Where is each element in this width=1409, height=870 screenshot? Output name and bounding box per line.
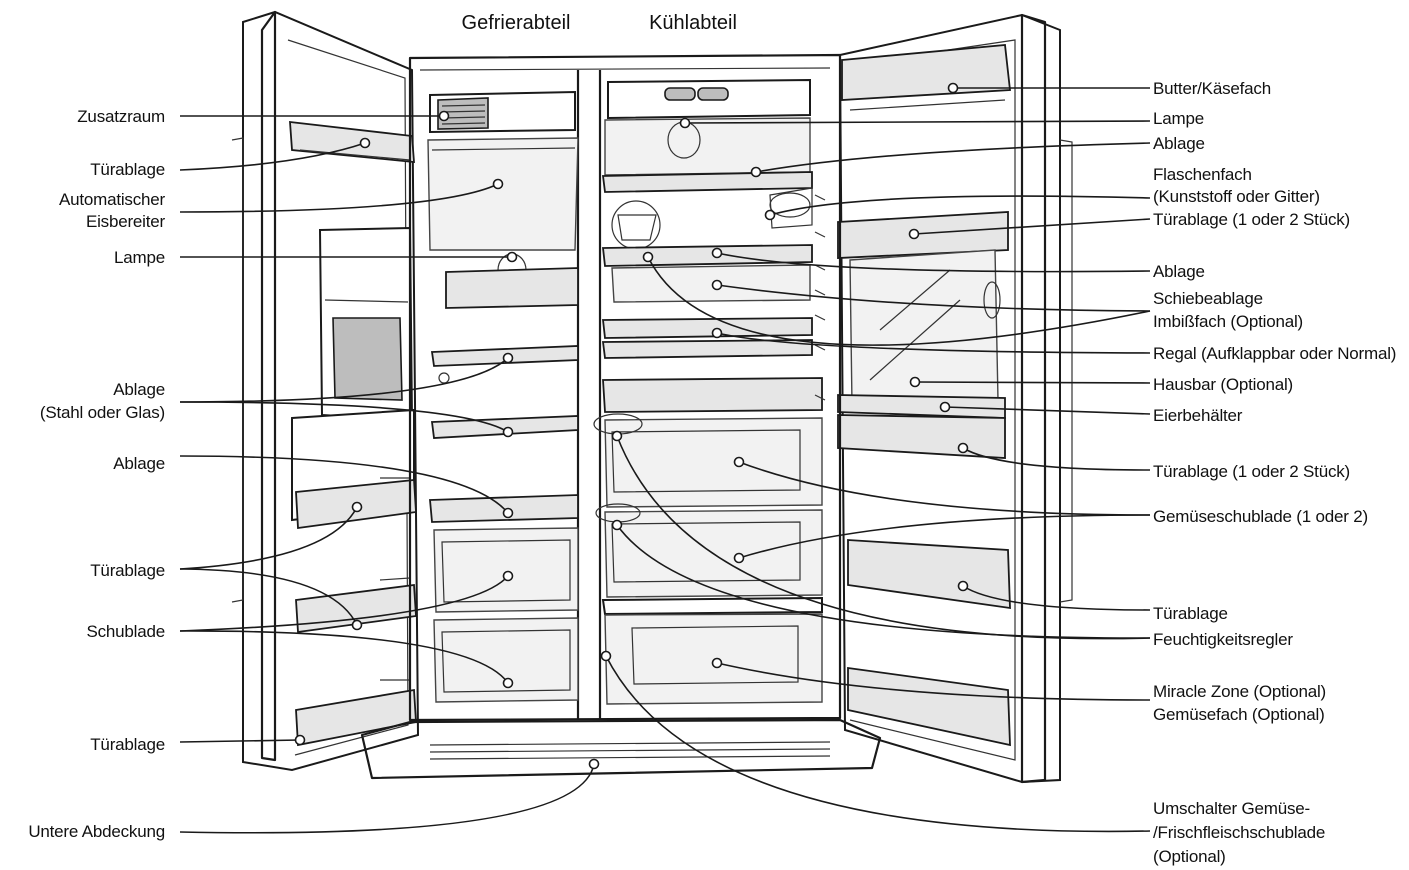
section-headers: Gefrierabteil Kühlabteil	[462, 12, 737, 34]
label-lampe-right: Lampe	[1153, 109, 1204, 128]
label-lampe-left: Lampe	[114, 248, 165, 267]
label-feuchtigkeitsregler: Feuchtigkeitsregler	[1153, 630, 1293, 649]
label-imbissfach: Imbißfach (Optional)	[1153, 312, 1303, 331]
label-tuerablage-right-3: Türablage	[1153, 604, 1228, 623]
label-gemueseschublade: Gemüseschublade (1 oder 2)	[1153, 507, 1368, 526]
label-automatischer: Automatischer	[59, 190, 166, 209]
label-kunststoff-oder-gitter: (Kunststoff oder Gitter)	[1153, 187, 1320, 206]
label-tuerablage-3: Türablage	[90, 735, 165, 754]
left-door	[231, 10, 420, 772]
label-miracle-zone: Miracle Zone (Optional)	[1153, 682, 1326, 701]
label-umschalter-2: /Frischfleischschublade	[1153, 823, 1325, 842]
right-labels: Butter/Käsefach Lampe Ablage Flaschenfac…	[1153, 79, 1396, 866]
label-zusatzraum: Zusatzraum	[77, 107, 165, 126]
label-stahl-oder-glas: (Stahl oder Glas)	[40, 403, 165, 422]
left-labels: Zusatzraum Türablage Automatischer Eisbe…	[28, 107, 165, 841]
label-eisbereiter: Eisbereiter	[86, 212, 166, 231]
label-butter-kaesefach: Butter/Käsefach	[1153, 79, 1271, 98]
cabinet	[360, 53, 882, 780]
header-fridge: Kühlabteil	[649, 12, 737, 34]
label-hausbar: Hausbar (Optional)	[1153, 375, 1293, 394]
label-ablage-left-1: Ablage	[113, 380, 165, 399]
label-ablage-right-1: Ablage	[1153, 134, 1205, 153]
label-untere-abdeckung: Untere Abdeckung	[28, 822, 165, 841]
label-flaschenfach: Flaschenfach	[1153, 165, 1252, 184]
label-tuerablage-right-1: Türablage (1 oder 2 Stück)	[1153, 210, 1350, 229]
label-ablage-right-2: Ablage	[1153, 262, 1205, 281]
refrigerator-illustration	[231, 10, 1073, 784]
callout-dots	[294, 82, 969, 770]
right-door	[837, 13, 1073, 784]
callout-leaders	[179, 87, 1151, 834]
label-umschalter-3: (Optional)	[1153, 847, 1226, 866]
label-tuerablage-1: Türablage	[90, 160, 165, 179]
header-freezer: Gefrierabteil	[462, 12, 571, 34]
label-regal: Regal (Aufklappbar oder Normal)	[1153, 344, 1396, 363]
label-tuerablage-2: Türablage	[90, 561, 165, 580]
label-tuerablage-right-2: Türablage (1 oder 2 Stück)	[1153, 462, 1350, 481]
label-schublade: Schublade	[86, 622, 165, 641]
label-ablage-left-2: Ablage	[113, 454, 165, 473]
label-umschalter-1: Umschalter Gemüse-	[1153, 799, 1310, 818]
label-schiebeablage: Schiebeablage	[1153, 289, 1263, 308]
label-eierbehaelter: Eierbehälter	[1153, 406, 1243, 425]
label-gemuesefach: Gemüsefach (Optional)	[1153, 705, 1325, 724]
